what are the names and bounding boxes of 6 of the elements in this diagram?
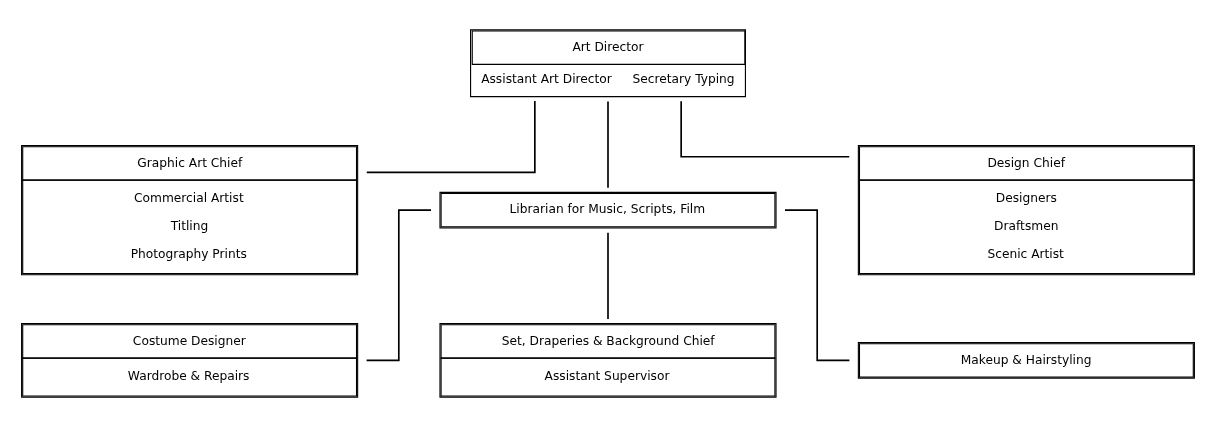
connector [365,209,432,362]
connector [607,100,609,189]
connector [607,231,609,320]
connector [784,209,851,362]
connector [365,100,536,174]
connector [680,100,851,158]
